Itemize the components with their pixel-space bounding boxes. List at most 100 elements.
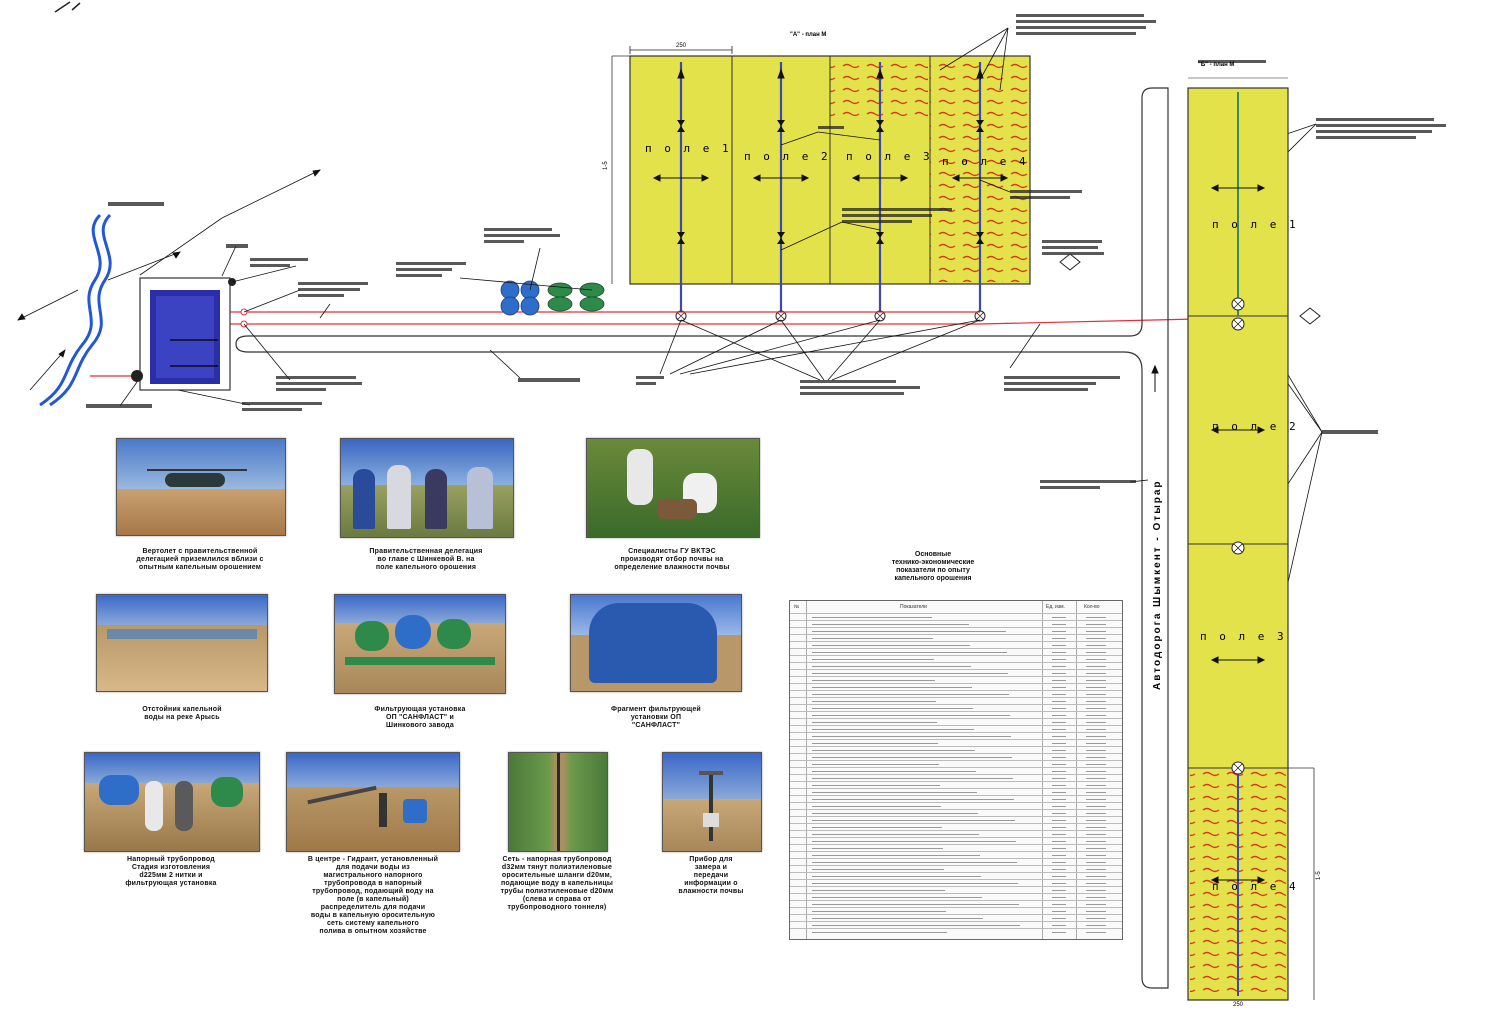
table-row xyxy=(790,669,1122,677)
table-row xyxy=(790,851,1122,859)
table-header-qty: Кол-во xyxy=(1084,604,1100,610)
top-field-block: 250 1-5 п о л е 1 п о л е 2 п о л е 3 п … xyxy=(603,32,1031,322)
river xyxy=(39,213,112,407)
right-field-1-label: п о л е 1 xyxy=(1212,218,1299,231)
table-row xyxy=(790,823,1122,831)
helicopter-shape xyxy=(165,473,225,487)
table-row xyxy=(790,774,1122,782)
table-row xyxy=(790,830,1122,838)
filter-station-green xyxy=(547,282,605,312)
table-row xyxy=(790,655,1122,663)
photo-pressure-pipe xyxy=(84,752,260,852)
table-row xyxy=(790,648,1122,656)
reservoir xyxy=(131,277,248,391)
river-arrows xyxy=(17,169,321,391)
table-row xyxy=(790,809,1122,817)
table-row xyxy=(790,816,1122,824)
photo-filter-fragment xyxy=(570,594,742,692)
table-row xyxy=(790,795,1122,803)
diamond-markers xyxy=(1059,253,1321,325)
table-row xyxy=(790,788,1122,796)
leader-lines xyxy=(119,27,1323,769)
field-road xyxy=(235,87,1169,989)
right-field-column: "Б" - план М 1-5 п о л е 1 п о л е 2 п о… xyxy=(1187,62,1322,1008)
road-arrow xyxy=(1151,364,1159,392)
table-row xyxy=(790,781,1122,789)
table-row xyxy=(790,886,1122,894)
table-row xyxy=(790,711,1122,719)
photo-soil-sampling xyxy=(586,438,760,538)
table-row xyxy=(790,704,1122,712)
photo-filter-unit xyxy=(334,594,506,694)
top-field-2-label: п о л е 2 xyxy=(744,150,831,163)
table-row xyxy=(790,634,1122,642)
top-laterals xyxy=(679,62,982,312)
table-row xyxy=(790,739,1122,747)
indicators-table: № Показатели Ед. изм. Кол-во xyxy=(789,600,1123,940)
table-row xyxy=(790,620,1122,628)
top-length-dimension: 1-5 xyxy=(603,161,609,170)
right-length-dimension: 1-5 xyxy=(1316,871,1322,880)
top-width-dimension: 250 xyxy=(676,43,687,49)
right-width-dimension: 250 xyxy=(1233,1002,1244,1008)
table-row xyxy=(790,683,1122,691)
right-field-2-label: п о л е 2 xyxy=(1212,420,1299,433)
table-row xyxy=(790,928,1122,936)
table-row xyxy=(790,753,1122,761)
top-field-4-label: п о л е 4 xyxy=(942,155,1029,168)
table-row xyxy=(790,893,1122,901)
right-field-4-label: п о л е 4 xyxy=(1212,880,1299,893)
table-row xyxy=(790,837,1122,845)
table-row xyxy=(790,914,1122,922)
table-row xyxy=(790,676,1122,684)
photo-drip-lines xyxy=(508,752,608,852)
road-label: Автодорога Шымкент - Отырар xyxy=(1152,479,1163,690)
photo-helicopter xyxy=(116,438,286,536)
table-row xyxy=(790,662,1122,670)
table-row xyxy=(790,907,1122,915)
table-row xyxy=(790,900,1122,908)
right-scheme-title: "Б" - план М xyxy=(1198,62,1234,68)
table-row xyxy=(790,732,1122,740)
annotation-blur xyxy=(86,14,1446,489)
photo-hydrant xyxy=(286,752,460,852)
table-row xyxy=(790,746,1122,754)
filter-station-blue xyxy=(500,280,540,316)
table-row xyxy=(790,613,1122,621)
table-row xyxy=(790,641,1122,649)
table-row xyxy=(790,718,1122,726)
table-row xyxy=(790,697,1122,705)
table-row xyxy=(790,760,1122,768)
corner-mark xyxy=(54,1,81,13)
photo-delegation xyxy=(340,438,514,538)
table-row xyxy=(790,802,1122,810)
top-field-3-label: п о л е 3 xyxy=(846,150,933,163)
table-row xyxy=(790,844,1122,852)
top-field-1-label: п о л е 1 xyxy=(645,142,732,155)
table-row xyxy=(790,921,1122,929)
table-row xyxy=(790,767,1122,775)
top-scheme-title: "А" - план М xyxy=(790,32,826,38)
table-row xyxy=(790,879,1122,887)
table-row xyxy=(790,858,1122,866)
table-header-no: № xyxy=(794,604,800,610)
table-header-name: Показатели xyxy=(900,604,927,610)
table-row xyxy=(790,872,1122,880)
table-row xyxy=(790,725,1122,733)
table-row xyxy=(790,865,1122,873)
photo-moisture-sensor xyxy=(662,752,762,852)
photo-settling-pond xyxy=(96,594,268,692)
top-cross-arrows xyxy=(652,68,1009,182)
table-row xyxy=(790,690,1122,698)
